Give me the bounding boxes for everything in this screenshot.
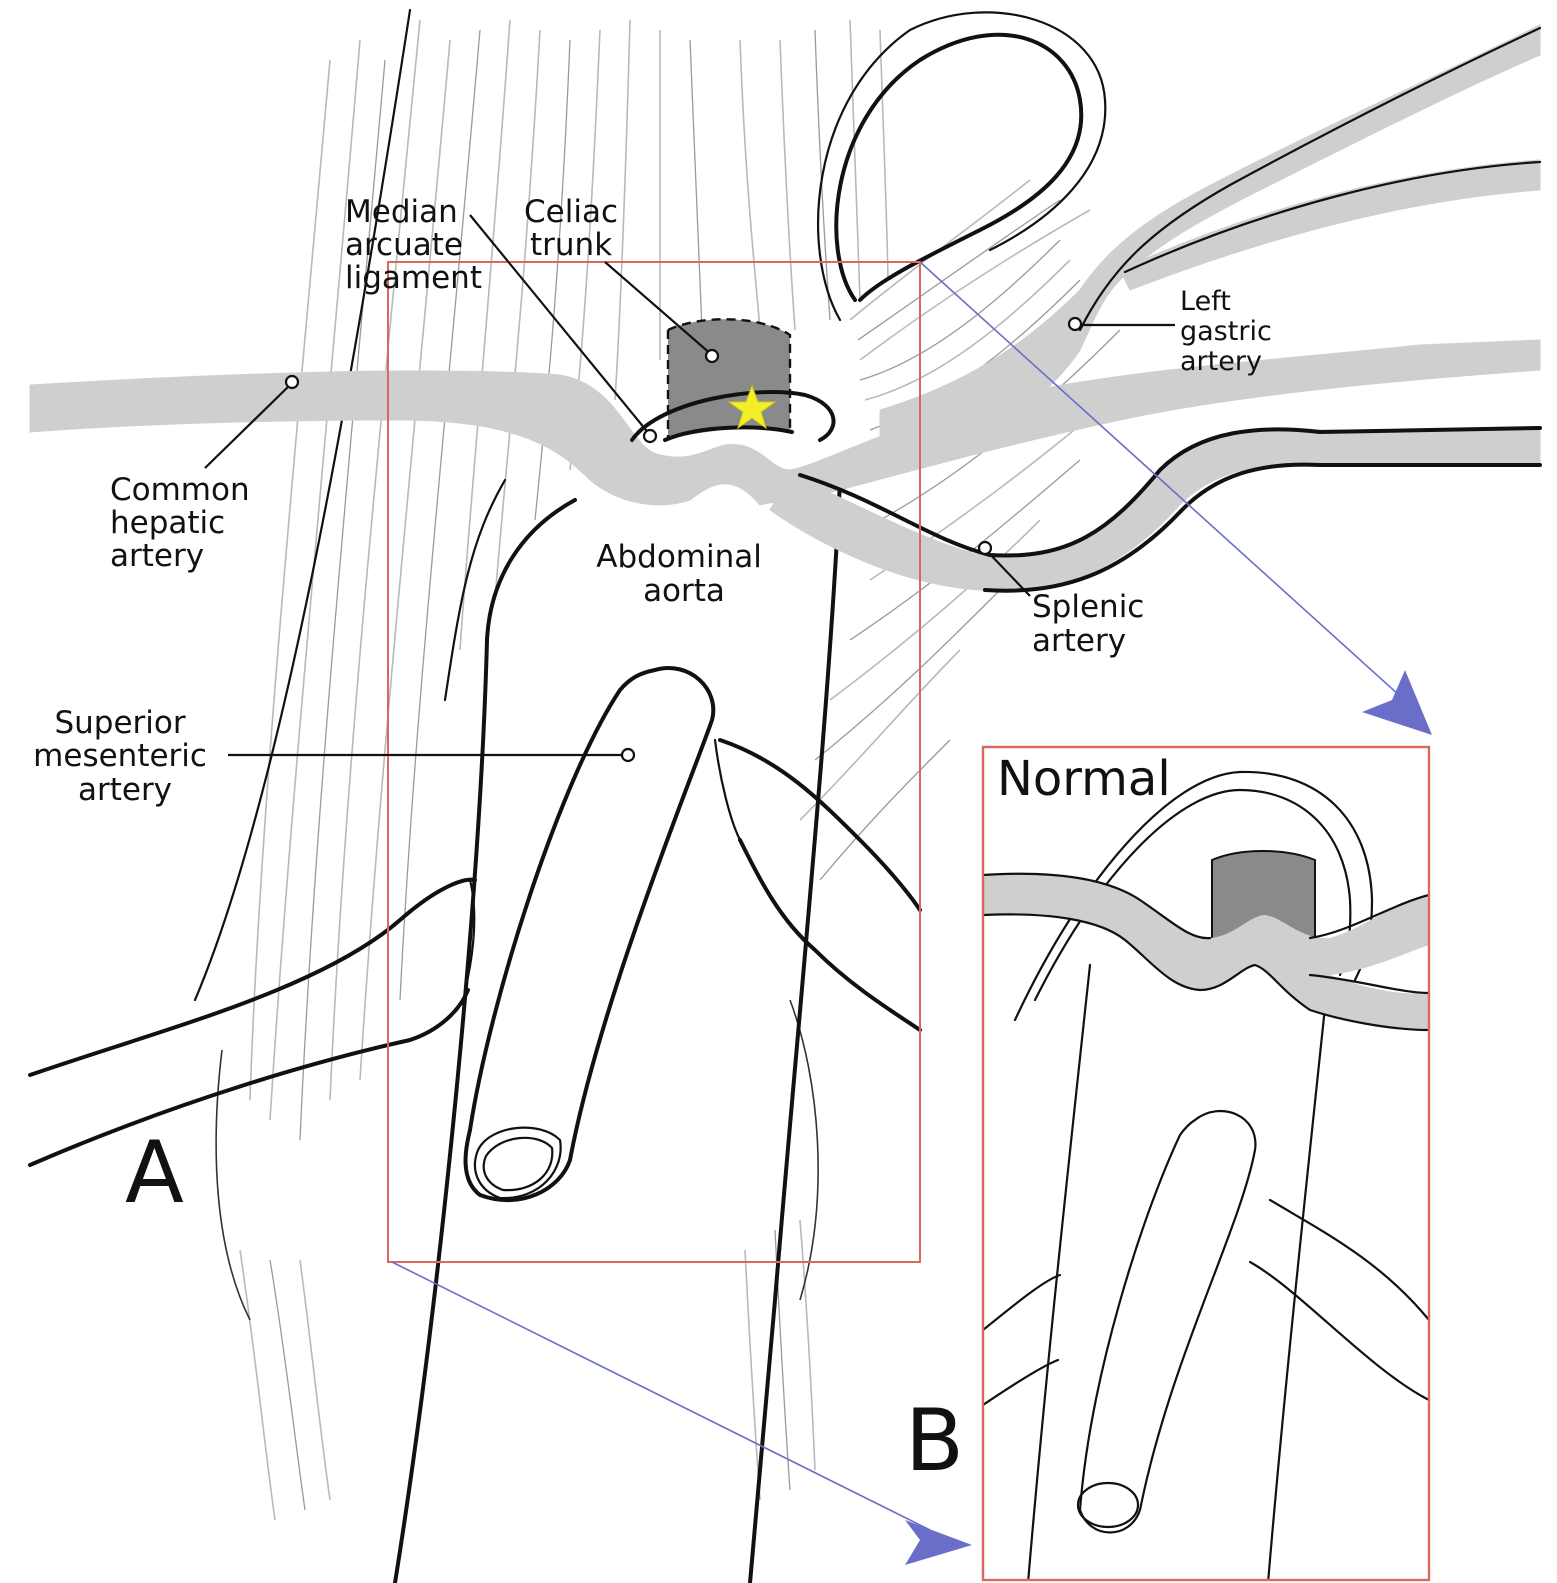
panel-a: Median arcuate ligament Celiac trunk Lef…	[28, 8, 1542, 1583]
arrow-head-icon	[905, 1520, 972, 1565]
panel-b-letter: B	[905, 1391, 964, 1491]
arrow-head-icon	[1362, 670, 1432, 735]
panel-b: Normal B	[905, 745, 1431, 1582]
celiac-trunk	[666, 318, 792, 440]
panel-a-letter: A	[125, 1123, 184, 1223]
common-hepatic-artery-label: Common hepatic artery	[110, 472, 259, 574]
gastric-loop	[817, 11, 1107, 322]
panel-b-title: Normal	[997, 751, 1171, 807]
renal-vessels	[28, 738, 922, 1167]
superior-mesenteric-artery	[463, 666, 716, 1202]
median-arcuate-ligament-label: Median arcuate ligament	[345, 194, 482, 296]
celiac-trunk-label: Celiac trunk	[524, 194, 628, 263]
abdominal-aorta-label: Abdominal aorta	[596, 539, 771, 609]
zoom-arrows	[391, 261, 1432, 1565]
zoom-region-box	[387, 261, 921, 1263]
splenic-artery-label: Splenic artery	[1032, 589, 1154, 659]
left-gastric-artery-label: Left gastric artery	[1180, 286, 1280, 377]
labels: Median arcuate ligament Celiac trunk Lef…	[33, 194, 1280, 1223]
celiac-branches	[29, 24, 1542, 593]
panel-b-box	[981, 745, 1431, 1582]
abdominal-aorta	[393, 478, 842, 1583]
median-arcuate-ligament	[630, 390, 836, 442]
star-icon	[727, 384, 777, 430]
crus-outlines	[193, 8, 819, 1321]
superior-mesenteric-artery-label: Superior mesenteric artery	[33, 705, 217, 808]
label-leaders	[204, 214, 1175, 763]
